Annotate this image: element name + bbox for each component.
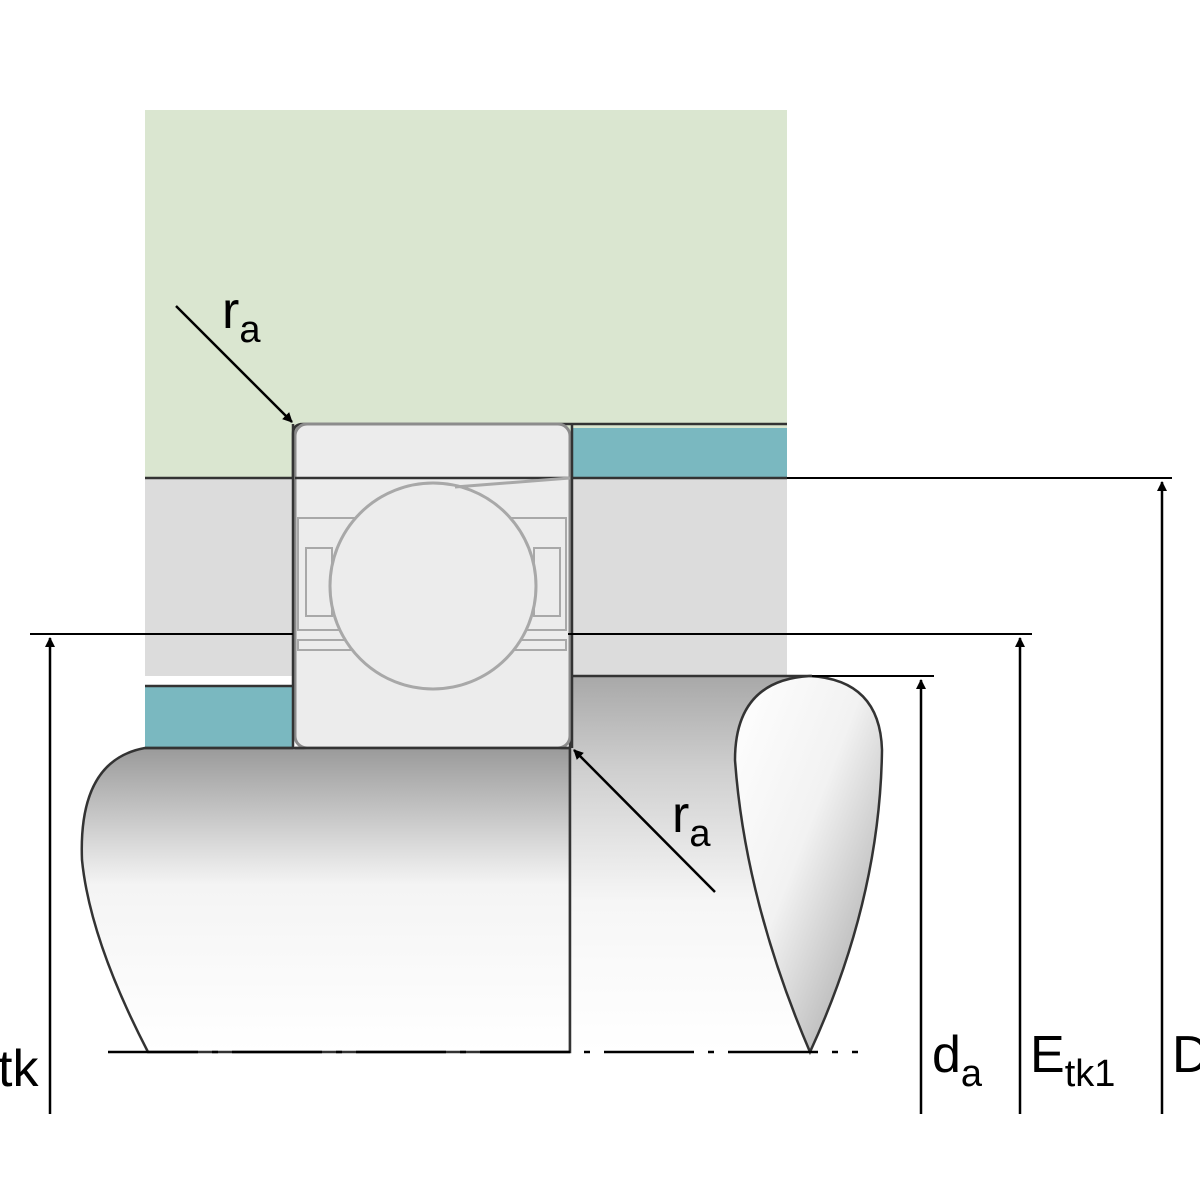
da-label: da [932,1026,983,1095]
cage-right [533,547,561,617]
spacer-top [572,428,787,478]
housing [145,110,787,478]
cage-left [305,547,333,617]
ra-bottom-label: ra [672,786,711,855]
etk1-label: Etk1 [1030,1026,1115,1095]
shaft-left [80,746,572,1054]
ra-top-leader [175,305,293,423]
spacer-bottom [145,686,293,748]
etk-left-label: tk [0,1040,39,1098]
D-label: D [1172,1026,1200,1084]
rolling-ball [328,481,538,691]
contact-line [454,476,571,489]
ra-bottom-leader [573,749,716,893]
ra-top-label: ra [222,282,261,351]
